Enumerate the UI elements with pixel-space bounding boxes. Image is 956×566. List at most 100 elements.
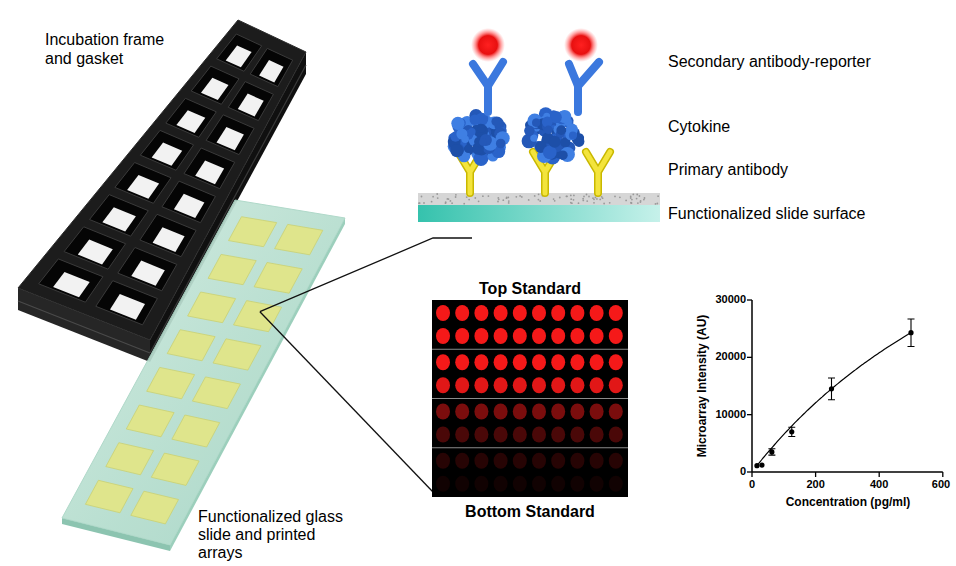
array-spot [609, 305, 623, 321]
printed-array [275, 224, 323, 254]
coating-grain [573, 199, 575, 201]
array-spot [570, 427, 584, 443]
glass-slide [62, 200, 345, 551]
coating-grain [619, 196, 621, 198]
array-spot [513, 453, 527, 469]
coating-grain [583, 196, 585, 198]
cytokine-blob [464, 144, 473, 153]
cytokine-blob [491, 117, 500, 126]
axis-tick: 600 [929, 478, 953, 491]
frame-well [39, 259, 103, 302]
coating-grain [497, 197, 499, 199]
coating-grain [554, 200, 556, 202]
well-opening [53, 272, 90, 297]
data-point [769, 449, 774, 454]
frame-well [162, 181, 215, 223]
printed-array [167, 330, 215, 361]
array-spot [551, 453, 565, 469]
well-opening [195, 160, 224, 184]
scan-panel [432, 300, 628, 497]
error-bar [768, 449, 775, 455]
well-opening [152, 143, 183, 166]
secondary-antibody [569, 62, 599, 112]
coating-grain [586, 200, 588, 202]
coating-grain [603, 203, 605, 205]
array-spot [609, 427, 623, 443]
array-spot [551, 328, 565, 344]
cytokine-blob [556, 125, 566, 135]
array-spot [532, 305, 546, 321]
coating-grain [643, 199, 645, 201]
coating-grain [656, 203, 658, 205]
coating-grain [593, 202, 595, 204]
cytokine-blob [470, 115, 480, 125]
reporter-dot [564, 28, 598, 62]
array-spot [570, 453, 584, 469]
well-opening [78, 240, 113, 265]
coating-grain [538, 193, 540, 195]
well-opening [201, 78, 229, 100]
frame-well [118, 248, 177, 291]
cytokine-blob [565, 129, 576, 140]
axis-title: Microarray Intensity (AU) [695, 291, 709, 481]
data-point [789, 429, 794, 434]
coating-grain [539, 200, 541, 202]
coating-grain [582, 198, 584, 200]
cytokine-blob [524, 125, 534, 135]
coating-grain [506, 197, 508, 199]
array-spot [551, 404, 565, 420]
array-spot [494, 453, 508, 469]
coating-grain [538, 199, 540, 201]
frame-well [90, 195, 149, 237]
array-spot [513, 404, 527, 420]
cytokine-blob [558, 150, 568, 160]
printed-array [229, 217, 277, 247]
array-spot [532, 404, 546, 420]
x-tick [815, 472, 816, 477]
x-tick [751, 472, 752, 477]
axis-tick: 400 [859, 478, 899, 491]
part-label: Incubation frame and gasket [45, 30, 185, 68]
assay-illustration [418, 28, 660, 222]
array-spot [570, 476, 584, 492]
coating-grain [468, 199, 470, 201]
coating-grain [455, 194, 457, 196]
y-axis [751, 300, 753, 472]
coating-grain [570, 198, 572, 200]
array-spot [590, 305, 604, 321]
array-spot [551, 305, 565, 321]
array-spot [455, 427, 469, 443]
array-spot [532, 328, 546, 344]
y-tick [747, 357, 752, 358]
array-spot [494, 305, 508, 321]
array-spot [609, 377, 623, 393]
array-spot [474, 427, 488, 443]
coating-grain [497, 201, 499, 203]
coating-grain [655, 203, 657, 205]
coating-grain [432, 196, 434, 198]
array-spot [590, 453, 604, 469]
coating-grain [657, 195, 659, 197]
coating-grain [636, 198, 638, 200]
printed-array [147, 367, 195, 398]
coating-grain [436, 193, 438, 195]
array-spot [474, 354, 488, 370]
coating-grain [636, 194, 638, 196]
coating-grain [637, 202, 639, 204]
coating-grain [614, 196, 616, 198]
coating-grain [502, 199, 504, 201]
coating-grain [630, 202, 632, 204]
zoom-lines [260, 238, 472, 492]
coating-grain [625, 200, 627, 202]
well-opening [217, 127, 244, 150]
part-label: Functionalized glass slide and printed a… [198, 508, 353, 562]
printed-array [172, 415, 220, 447]
printed-array [126, 405, 174, 437]
frame-well [96, 281, 158, 325]
cytokine-blob [480, 134, 492, 146]
array-spot [474, 377, 488, 393]
coating-grain [451, 202, 453, 204]
cytokine-blob [456, 129, 467, 140]
part-label: Primary antibody [668, 160, 948, 179]
coating-grain [431, 201, 433, 203]
